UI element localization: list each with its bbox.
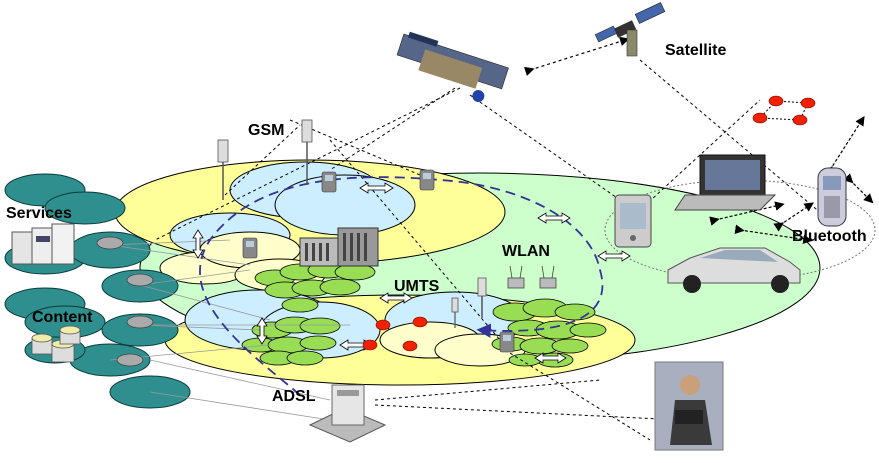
wlan-label: WLAN bbox=[502, 243, 550, 260]
gsm-cell bbox=[274, 174, 416, 236]
satellite-icon bbox=[594, 2, 666, 57]
phone-icon bbox=[817, 167, 847, 227]
car-icon bbox=[667, 247, 801, 293]
services-label: Services bbox=[6, 205, 72, 222]
bluetooth-label: Bluetooth bbox=[792, 228, 867, 245]
database-icon bbox=[31, 325, 81, 363]
wlan-access-point-icon bbox=[507, 265, 557, 289]
satellite-dish-icon bbox=[396, 31, 509, 103]
gsm-antenna-icon bbox=[477, 277, 487, 318]
server-icon bbox=[11, 223, 75, 265]
phone-icon bbox=[419, 169, 435, 191]
handover-path bbox=[199, 176, 604, 396]
server-discs bbox=[4, 173, 191, 409]
umts-label: UMTS bbox=[394, 278, 440, 295]
bluetooth-links bbox=[709, 115, 874, 245]
adsl-label: ADSL bbox=[272, 388, 316, 405]
piconet-dots bbox=[362, 316, 428, 352]
phone-icon bbox=[499, 331, 515, 353]
laptop-icon bbox=[674, 154, 777, 211]
gsm-antenna-icon bbox=[451, 297, 459, 328]
satellite-label: Satellite bbox=[665, 42, 727, 59]
satellite-link-arrow bbox=[523, 36, 630, 77]
adsl-modem-icon bbox=[308, 384, 387, 443]
person-with-laptop-icon bbox=[654, 361, 724, 451]
phone-icon bbox=[242, 237, 258, 259]
gsm-label: GSM bbox=[248, 122, 285, 139]
router-icon bbox=[96, 236, 154, 367]
bluetooth-piconet bbox=[752, 95, 816, 126]
content-label: Content bbox=[32, 309, 93, 326]
pda-icon bbox=[614, 194, 652, 248]
phone-icon bbox=[321, 171, 337, 193]
office-building-icon bbox=[299, 227, 379, 267]
gsm-antenna-icon bbox=[301, 119, 313, 185]
gsm-antenna-icon bbox=[217, 139, 229, 200]
